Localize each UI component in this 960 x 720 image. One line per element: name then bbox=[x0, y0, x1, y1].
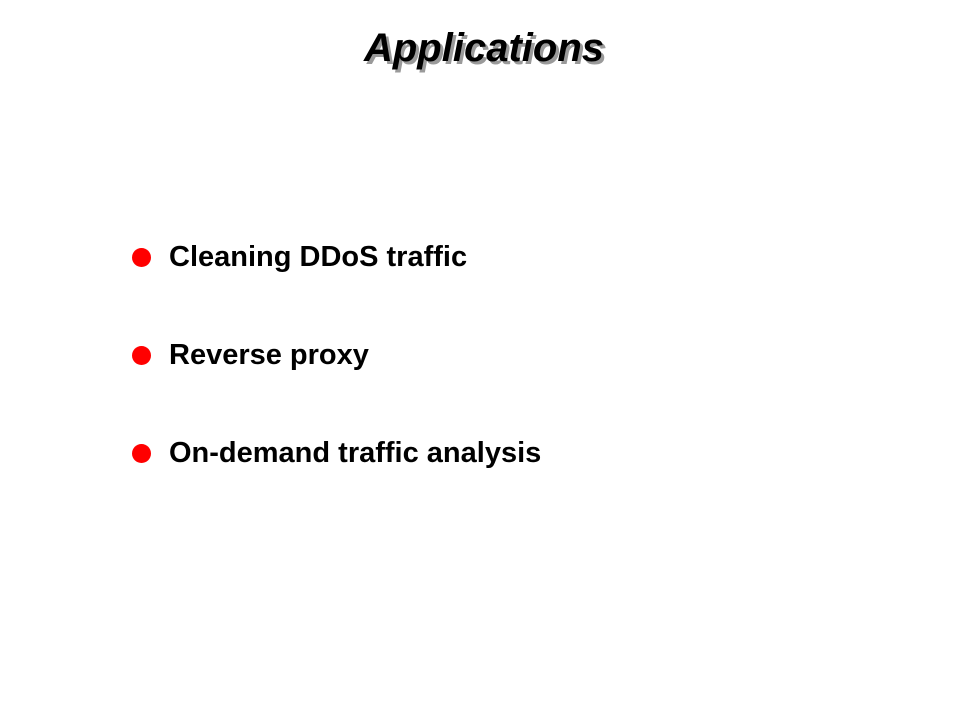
slide-title: Applications bbox=[363, 26, 605, 70]
list-item: Reverse proxy bbox=[132, 332, 541, 378]
bullet-dot-icon bbox=[132, 345, 151, 365]
bullet-dot-icon bbox=[132, 443, 151, 463]
bullet-text: Cleaning DDoS traffic bbox=[169, 240, 468, 273]
list-item: Cleaning DDoS traffic bbox=[132, 234, 541, 280]
bullet-list: Cleaning DDoS traffic Reverse proxy On-d… bbox=[132, 234, 541, 528]
list-item: On-demand traffic analysis bbox=[132, 430, 541, 476]
bullet-text: Reverse proxy bbox=[169, 338, 369, 371]
bullet-dot-icon bbox=[132, 247, 151, 267]
bullet-text: On-demand traffic analysis bbox=[169, 436, 542, 469]
